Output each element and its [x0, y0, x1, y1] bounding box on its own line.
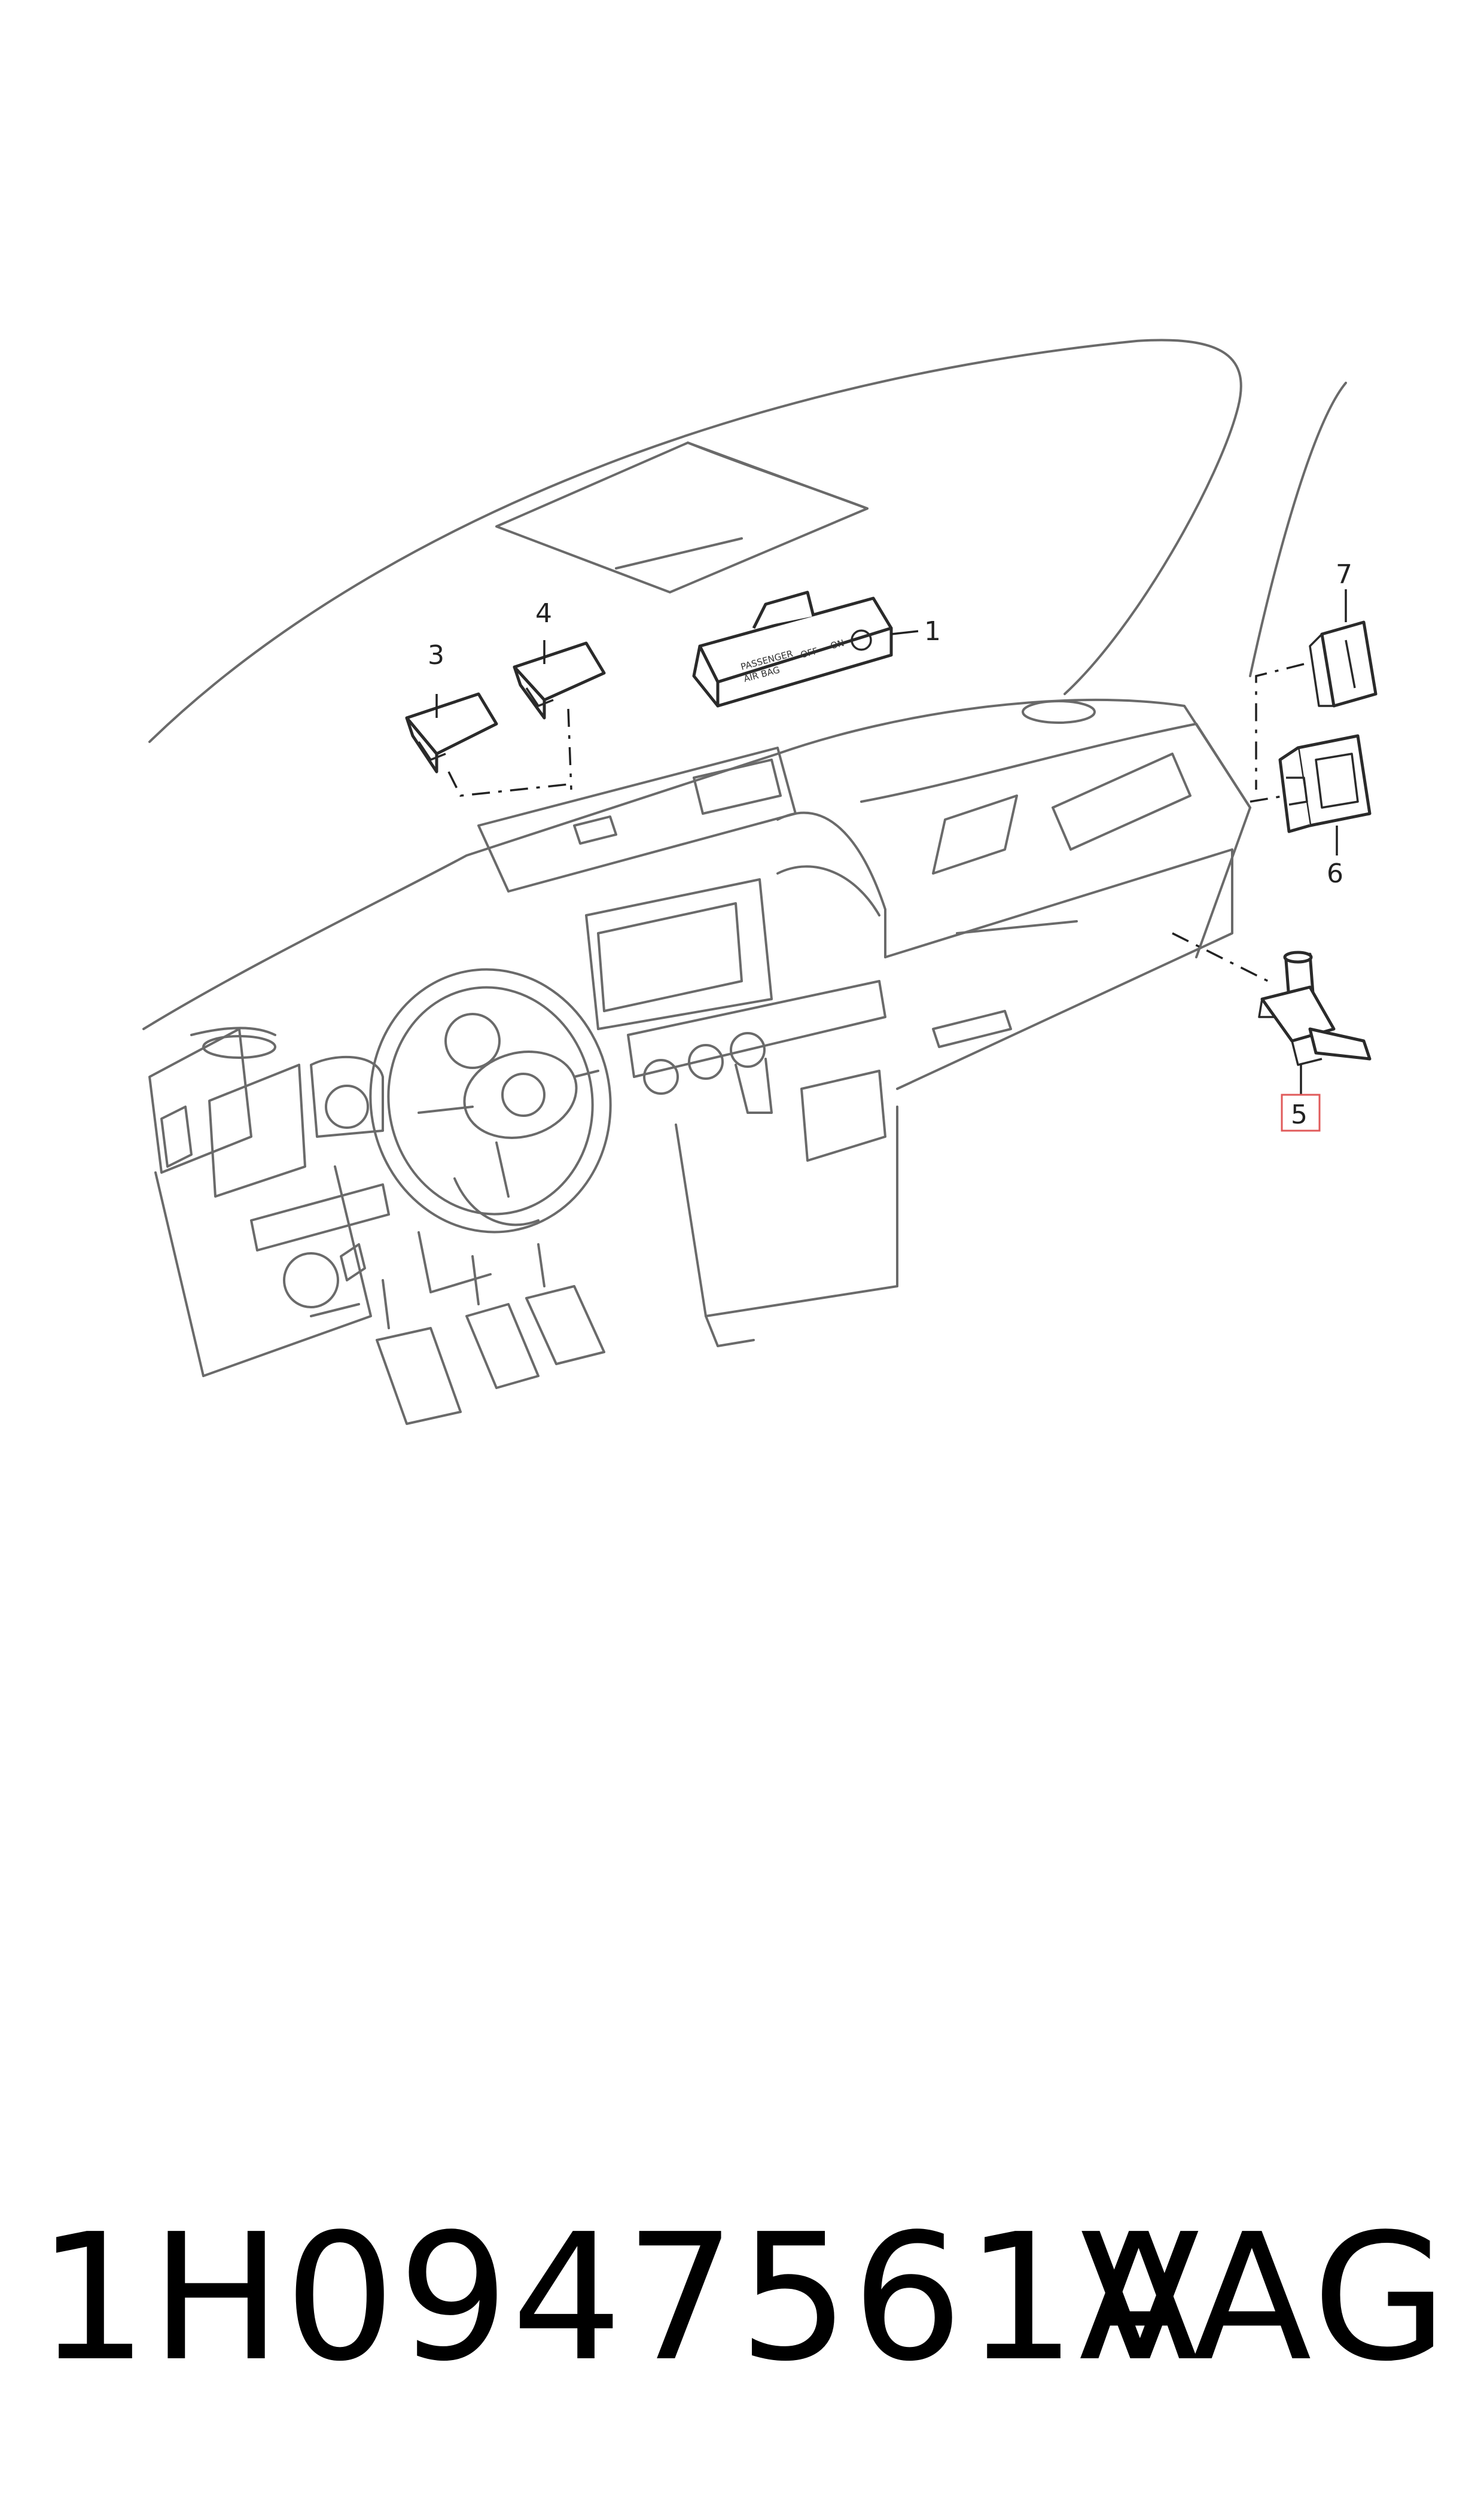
- steering-wheel: [369, 968, 612, 1293]
- callout-5-highlight: [1281, 1094, 1321, 1132]
- part-4-cover: 4: [513, 598, 606, 790]
- pedals: [376, 1243, 605, 1425]
- part-1-airbag-switch: PASSENGER AIR BAG OFF ON 1: [692, 590, 941, 708]
- part-6-switch-housing: 6: [1250, 734, 1372, 889]
- windshield-outline: [148, 339, 1347, 743]
- airbag-label-on: ON: [829, 638, 845, 651]
- callout-4: 4: [535, 598, 552, 629]
- part-number: 1H0947561A: [37, 2196, 1201, 2400]
- callout-3: 3: [428, 640, 444, 671]
- callout-7: 7: [1336, 559, 1352, 590]
- callout-5: 5: [1291, 1100, 1308, 1130]
- brand-label: VAG: [1080, 2196, 1451, 2400]
- dashboard-outline: [142, 698, 1251, 1377]
- callout-6: 6: [1327, 858, 1343, 889]
- part-7-connector: 7: [1255, 559, 1378, 790]
- callout-1: 1: [924, 616, 941, 647]
- part-5-bracket: 5: [1172, 932, 1372, 1132]
- part-3-cover: 3: [405, 640, 575, 797]
